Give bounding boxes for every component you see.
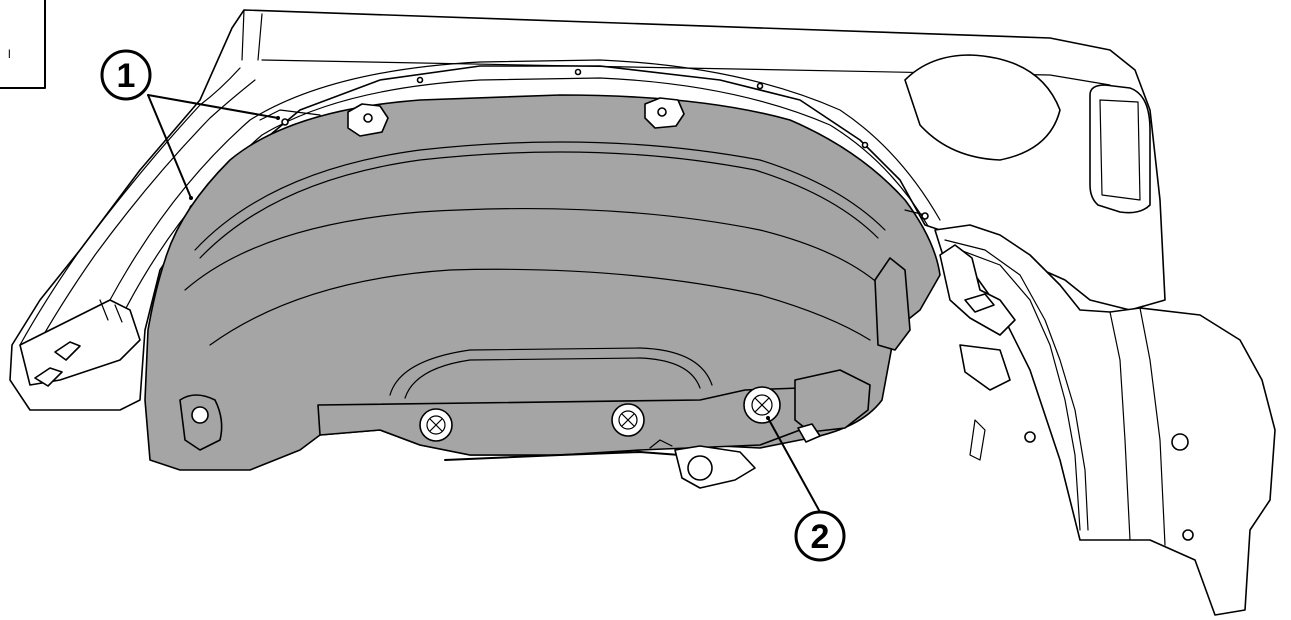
callout-2: 2 xyxy=(794,510,846,562)
push-pin-fasteners xyxy=(419,386,781,442)
rear-quarter-panel xyxy=(904,209,1276,616)
wheelhouse-liner xyxy=(144,94,941,471)
front-bracket xyxy=(19,299,141,387)
callout-2-label: 2 xyxy=(811,518,830,556)
wire-harness xyxy=(444,439,756,489)
body-side-panel xyxy=(9,9,1166,411)
callout-1: 1 xyxy=(100,49,152,101)
callout-1-label: 1 xyxy=(117,57,136,95)
partial-frame-box: l xyxy=(0,0,46,89)
frame-mark: l xyxy=(8,47,11,61)
leader-lines xyxy=(147,94,821,513)
